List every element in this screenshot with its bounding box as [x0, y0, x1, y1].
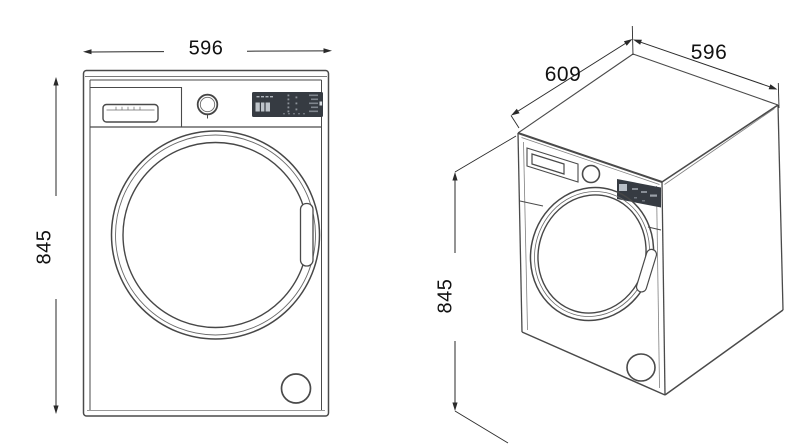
front-detergent-drawer	[102, 103, 159, 123]
front-display-panel	[252, 92, 323, 117]
perspective-height-dimension	[452, 135, 517, 444]
perspective-width-dimension	[633, 39, 780, 109]
front-width-label: 596	[188, 37, 224, 60]
perspective-side-face	[664, 104, 784, 396]
front-height-dimension	[53, 77, 59, 414]
perspective-door-handle	[635, 248, 658, 293]
front-door	[110, 130, 321, 340]
perspective-width-label: 596	[690, 41, 728, 64]
perspective-display-panel	[617, 179, 661, 208]
perspective-door	[529, 186, 658, 322]
display-digits	[255, 102, 270, 112]
front-program-knob	[196, 93, 219, 119]
front-body-outline	[82, 69, 330, 417]
perspective-depth-label: 609	[544, 63, 582, 86]
perspective-top-face	[517, 53, 779, 185]
front-width-dimension	[83, 48, 332, 55]
perspective-height-label: 845	[434, 278, 457, 314]
perspective-view-machine	[517, 53, 784, 396]
front-door-handle	[299, 202, 314, 267]
perspective-filter-cap	[626, 353, 656, 382]
front-filter-cap	[280, 373, 312, 404]
perspective-program-knob	[581, 164, 601, 184]
perspective-detergent-drawer	[526, 147, 579, 183]
dimension-lines	[53, 25, 780, 444]
perspective-front-face	[517, 132, 666, 396]
front-height-label: 845	[33, 229, 56, 265]
front-drawer-section	[90, 86, 183, 127]
perspective-depth-dimension	[510, 25, 634, 129]
front-view-machine	[82, 69, 330, 417]
